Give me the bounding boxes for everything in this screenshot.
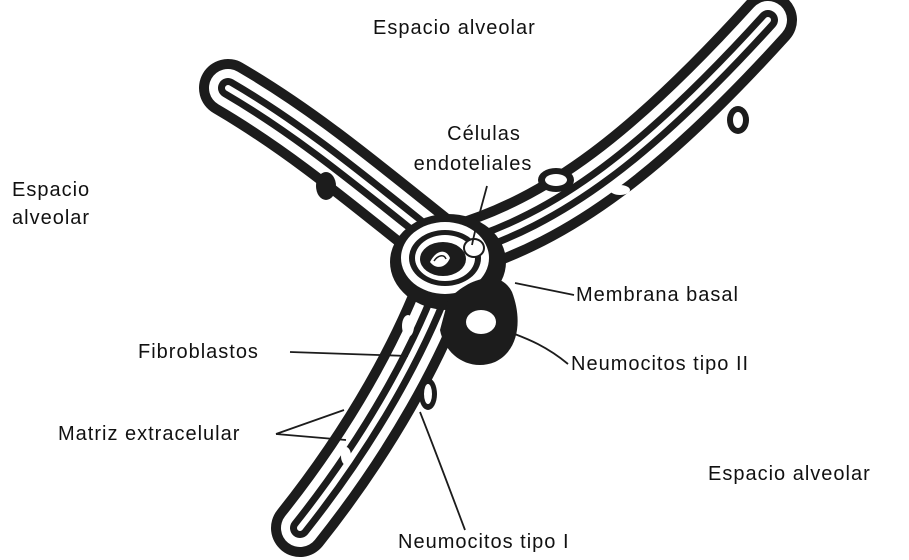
label-fibroblastos: Fibroblastos	[138, 340, 259, 364]
label-espacio-alveolar-right: Espacio alveolar	[708, 462, 871, 486]
leader-neumocitos-tipo-i	[420, 412, 465, 530]
label-membrana-basal: Membrana basal	[576, 283, 739, 307]
label-neumocitos-tipo-ii: Neumocitos tipo II	[571, 352, 749, 376]
leader-neumocitos-tipo-ii	[512, 333, 568, 364]
label-celulas-endoteliales-line1: Células	[408, 122, 560, 146]
label-neumocitos-tipo-i: Neumocitos tipo I	[398, 530, 570, 554]
label-matriz-extracelular: Matriz extracelular	[58, 422, 240, 446]
label-espacio-alveolar-left-line2: alveolar	[12, 206, 90, 230]
label-celulas-endoteliales-line2: endoteliales	[388, 152, 558, 176]
label-espacio-alveolar-top: Espacio alveolar	[373, 16, 536, 40]
endothelial-nucleus	[464, 239, 484, 257]
label-espacio-alveolar-left-line1: Espacio	[12, 178, 90, 202]
leader-membrana-basal	[515, 283, 574, 295]
leader-matriz-a	[276, 410, 344, 434]
